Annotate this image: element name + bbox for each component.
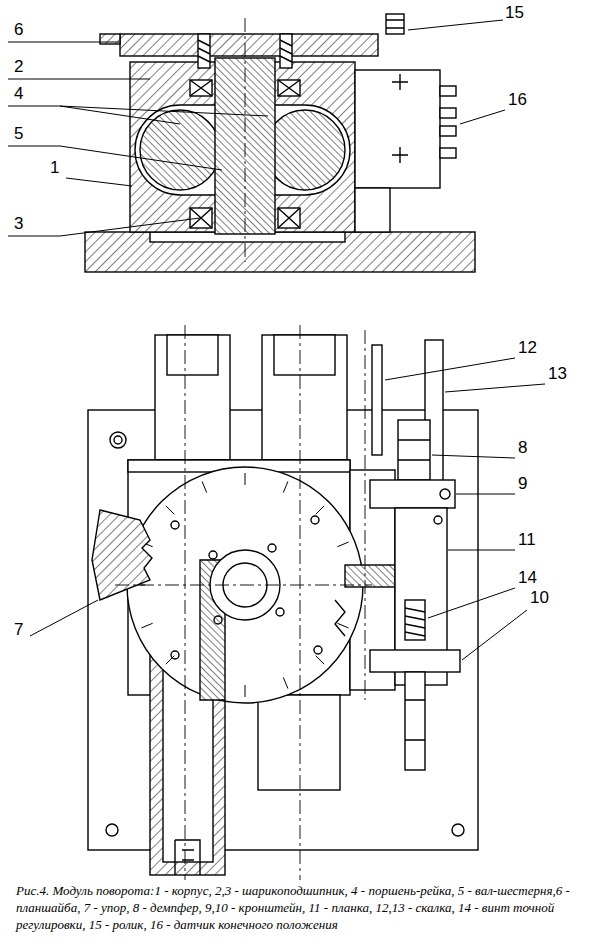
callout-number: 16 xyxy=(508,90,527,109)
callout-number: 3 xyxy=(14,214,23,233)
cylinder xyxy=(262,335,347,460)
leader-lines xyxy=(8,20,545,660)
back-plate xyxy=(88,410,478,850)
callout-number: 15 xyxy=(505,3,524,22)
callout-number: 6 xyxy=(14,20,23,39)
stop xyxy=(92,510,152,600)
cylinder xyxy=(258,695,340,790)
callout-number: 2 xyxy=(14,57,23,76)
callout-number: 7 xyxy=(14,620,23,639)
adjust-screw xyxy=(405,600,425,640)
roller xyxy=(386,14,404,34)
cylinder xyxy=(155,335,230,460)
callout-number: 8 xyxy=(518,438,527,457)
callout-number: 14 xyxy=(518,568,537,587)
piston-rack xyxy=(265,110,345,190)
callout-number: 5 xyxy=(14,124,23,143)
rod xyxy=(372,345,382,455)
callout-number: 9 xyxy=(518,474,527,493)
callout-number: 11 xyxy=(518,530,536,549)
callout-number: 12 xyxy=(518,338,537,357)
bracket xyxy=(370,480,455,508)
callout-number: 4 xyxy=(14,84,23,103)
callout-number: 13 xyxy=(548,364,567,383)
damper xyxy=(398,420,430,480)
callout-number: 10 xyxy=(530,588,549,607)
figure-caption: Рис.4. Модуль поворота:1 - корпус, 2,3 -… xyxy=(16,882,588,933)
bracket xyxy=(370,650,460,672)
faceplate xyxy=(120,34,378,56)
base-plate xyxy=(85,232,475,272)
piston-rack xyxy=(140,110,220,190)
sensor-housing xyxy=(355,70,440,188)
callout-number: 1 xyxy=(50,158,59,177)
